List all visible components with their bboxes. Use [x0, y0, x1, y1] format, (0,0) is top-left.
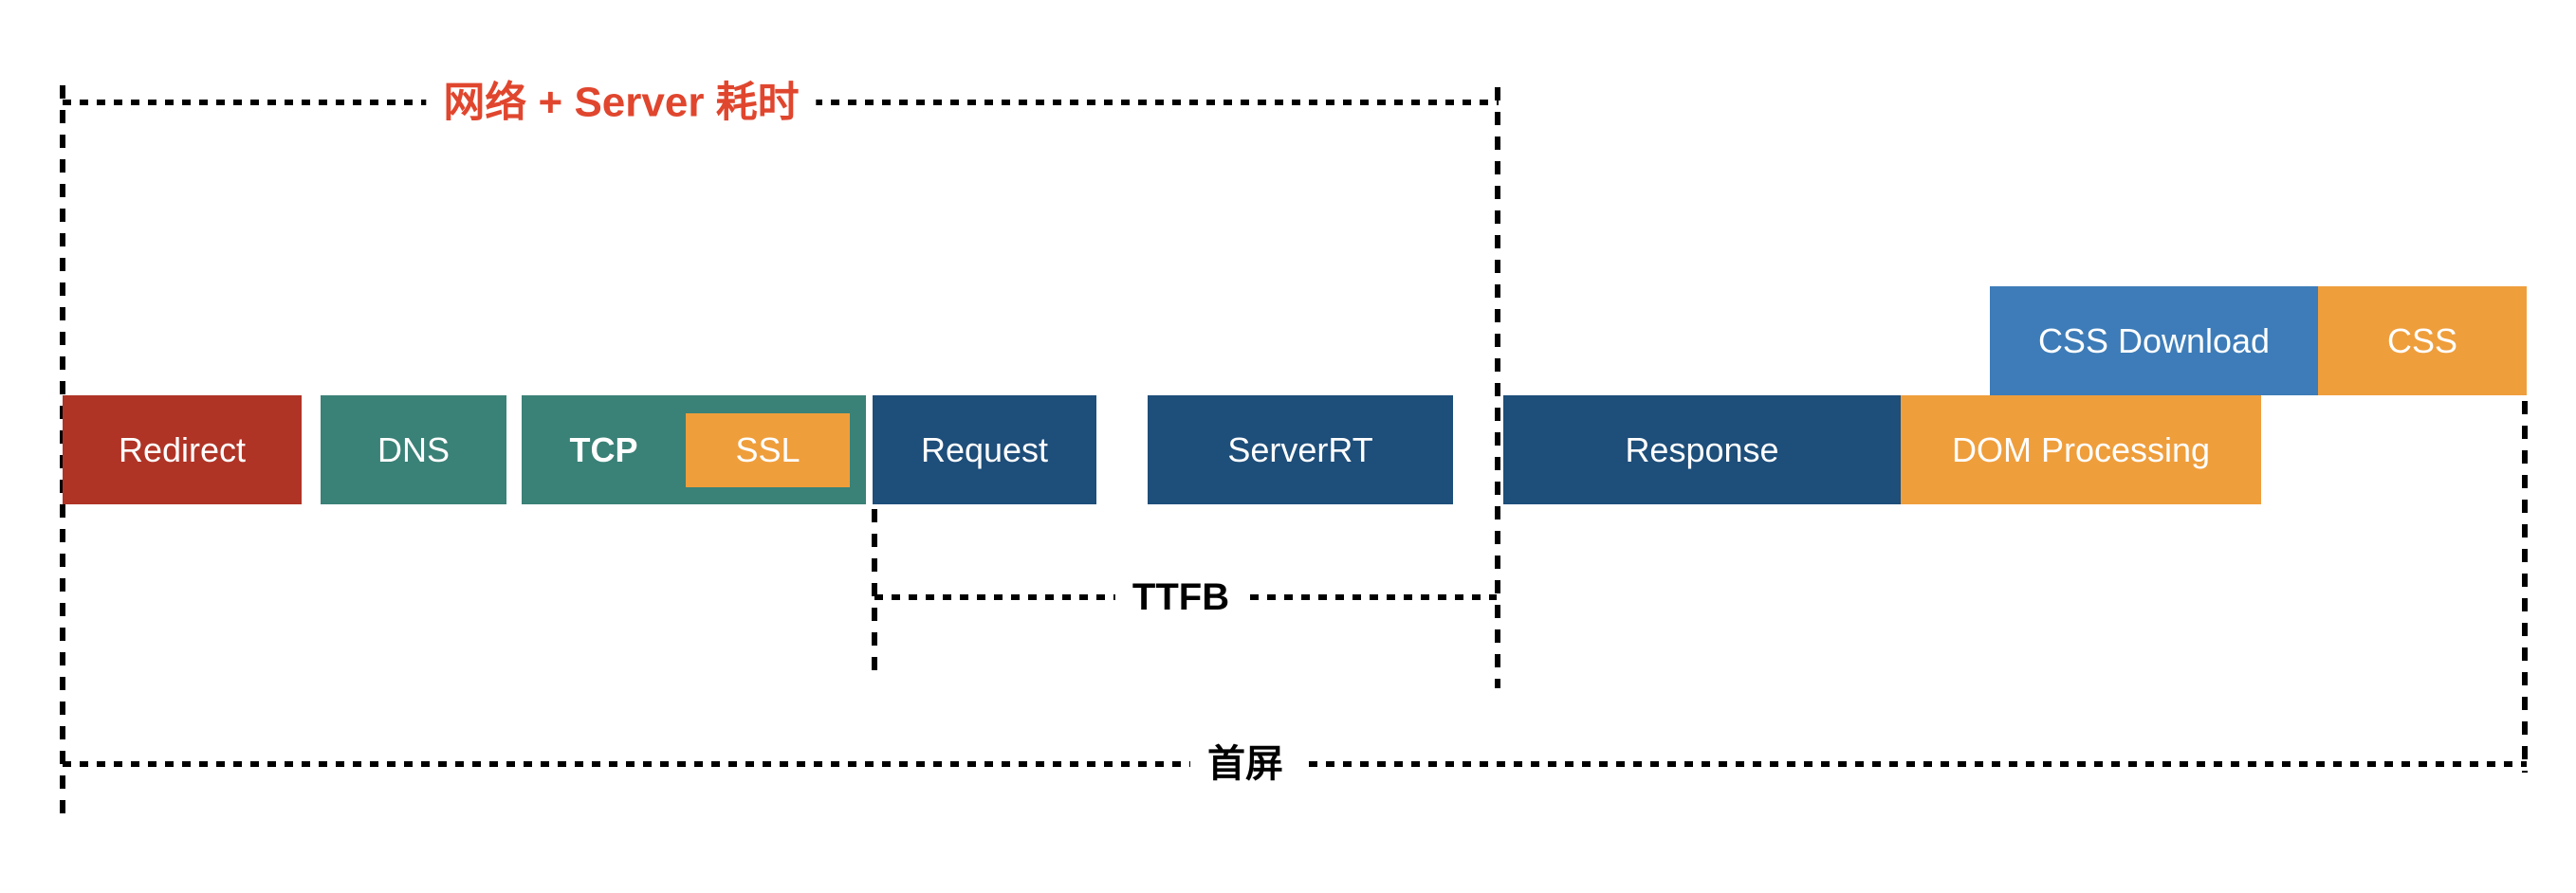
segment-response: Response — [1503, 395, 1901, 504]
segment-tcp-label: TCP — [569, 429, 638, 469]
segment-server-rt: ServerRT — [1148, 395, 1453, 504]
network-server-label: 网络 + Server 耗时 — [426, 75, 817, 132]
segment-dom-processing: DOM Processing — [1901, 395, 2261, 504]
segment-redirect: Redirect — [63, 395, 302, 504]
segment-ssl: SSL — [686, 413, 850, 487]
first-screen-label: 首屏 — [1190, 738, 1300, 790]
response-start-boundary-line — [1495, 87, 1500, 688]
segment-css-download: CSS Download — [1990, 286, 2318, 395]
segment-request: Request — [873, 395, 1096, 504]
ttfb-left-boundary-line — [872, 509, 877, 675]
segment-dns: DNS — [321, 395, 506, 504]
segment-css: CSS — [2318, 286, 2527, 395]
ttfb-label: TTFB — [1114, 572, 1247, 623]
first-screen-right-boundary-line — [2522, 401, 2528, 773]
segment-tcp: TCP SSL — [522, 395, 866, 504]
